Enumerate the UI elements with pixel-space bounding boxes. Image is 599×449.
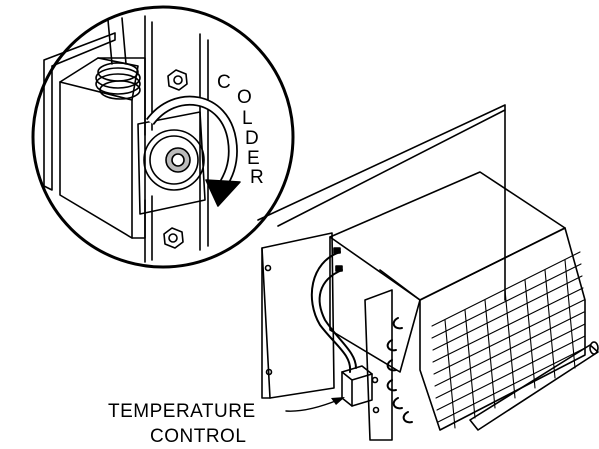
label-line-2: CONTROL bbox=[150, 426, 247, 447]
label-line-1: TEMPERATURE bbox=[108, 401, 256, 422]
leader-arrow bbox=[285, 397, 345, 412]
colder-letter: E bbox=[247, 148, 260, 169]
magnified-detail bbox=[31, 5, 295, 269]
colder-letter: C bbox=[217, 72, 231, 93]
evaporator-coil bbox=[257, 104, 599, 441]
colder-letter: O bbox=[237, 87, 252, 108]
colder-letter: L bbox=[242, 108, 253, 129]
colder-letter: D bbox=[245, 128, 259, 149]
colder-letter: R bbox=[250, 167, 264, 188]
